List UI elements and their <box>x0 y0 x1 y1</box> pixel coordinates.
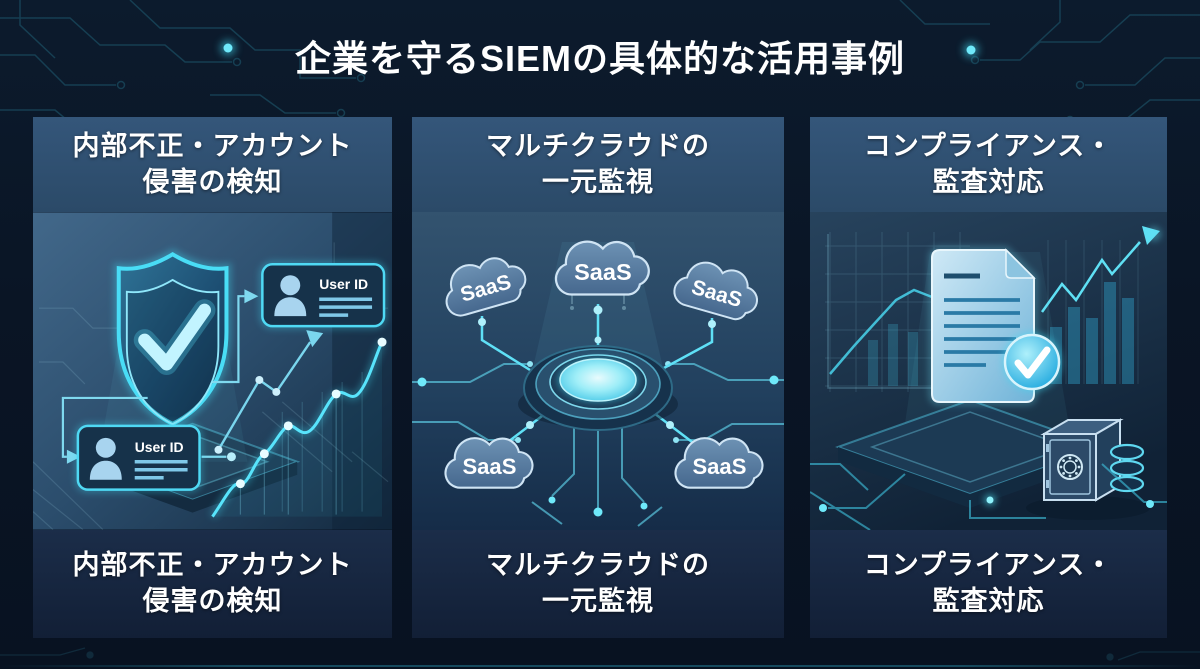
user-id-card-icon: User ID <box>259 261 388 330</box>
panel-header: 内部不正・アカウント 侵害の検知 <box>33 117 392 212</box>
panel-caption-line2: 監査対応 <box>932 586 1045 616</box>
panel-header-line2: 監査対応 <box>932 166 1045 197</box>
panel-insider-threat: 内部不正・アカウント 侵害の検知 <box>33 117 392 638</box>
bottom-glow-line <box>0 665 1200 667</box>
cloud-icon: SaaS <box>436 249 532 320</box>
cloud-label: SaaS <box>574 259 632 285</box>
panel-illustration <box>810 212 1167 530</box>
safe-vault-icon <box>1026 418 1150 520</box>
panel-caption-line1: 内部不正・アカウント <box>72 550 353 581</box>
cloud-icon: SaaS <box>444 437 534 489</box>
circuit-traces-bottom <box>0 647 1200 661</box>
user-id-card-icon: User ID <box>74 422 203 493</box>
card-label: User ID <box>319 276 368 292</box>
trace-dots <box>417 361 779 517</box>
panel-header-line1: コンプライアンス・ <box>863 130 1114 161</box>
panels-row: 内部不正・アカウント 侵害の検知 <box>33 117 1167 638</box>
database-icon <box>1109 443 1145 493</box>
cloud-label: SaaS <box>692 454 746 479</box>
panel-caption-line1: マルチクラウドの <box>486 550 710 581</box>
panel-caption: マルチクラウドの 一元監視 <box>412 530 784 638</box>
cloud-icon: SaaS <box>554 240 650 296</box>
trend-arrow-chart <box>214 330 324 454</box>
cloud-label: SaaS <box>462 454 516 479</box>
check-badge-icon <box>1002 332 1062 392</box>
panel-header: コンプライアンス・ 監査対応 <box>810 117 1167 212</box>
page-title: 企業を守るSIEMの具体的な活用事例 <box>294 38 905 79</box>
central-hub-icon <box>518 345 678 431</box>
growth-chart-icon <box>825 226 1161 392</box>
panel-caption-line2: 侵害の検知 <box>142 586 283 616</box>
node-dot <box>226 452 236 462</box>
insider-threat-illustration: User ID User ID <box>33 212 392 530</box>
cloud-icon: SaaS <box>670 254 765 325</box>
panel-caption: 内部不正・アカウント 侵害の検知 <box>33 530 392 638</box>
circuit-traces <box>810 463 1167 530</box>
panel-header-line2: 侵害の検知 <box>142 166 283 197</box>
panel-compliance: コンプライアンス・ 監査対応 <box>810 117 1167 638</box>
card-label: User ID <box>135 439 184 455</box>
panel-header: マルチクラウドの 一元監視 <box>412 117 784 212</box>
panel-header-line1: マルチクラウドの <box>486 130 710 161</box>
panel-header-line2: 一元監視 <box>542 166 654 197</box>
panel-illustration: User ID User ID <box>33 212 392 530</box>
panel-caption: コンプライアンス・ 監査対応 <box>810 530 1167 638</box>
connector-dots <box>478 305 716 429</box>
multicloud-illustration: SaaS SaaS SaaS SaaS SaaS <box>412 212 784 530</box>
cloud-icon: SaaS <box>674 437 764 489</box>
compliance-illustration <box>810 212 1167 530</box>
trace-dots <box>819 494 1154 512</box>
connector-arrows <box>61 289 259 464</box>
circuit-traces <box>412 363 784 527</box>
panel-caption-line2: 一元監視 <box>542 586 654 616</box>
panel-caption-line1: コンプライアンス・ <box>863 550 1114 581</box>
panel-header-line1: 内部不正・アカウント <box>72 130 353 161</box>
panel-multicloud: マルチクラウドの 一元監視 <box>412 117 784 638</box>
rising-line-chart-icon <box>209 337 387 519</box>
panel-illustration: SaaS SaaS SaaS SaaS SaaS <box>412 212 784 530</box>
